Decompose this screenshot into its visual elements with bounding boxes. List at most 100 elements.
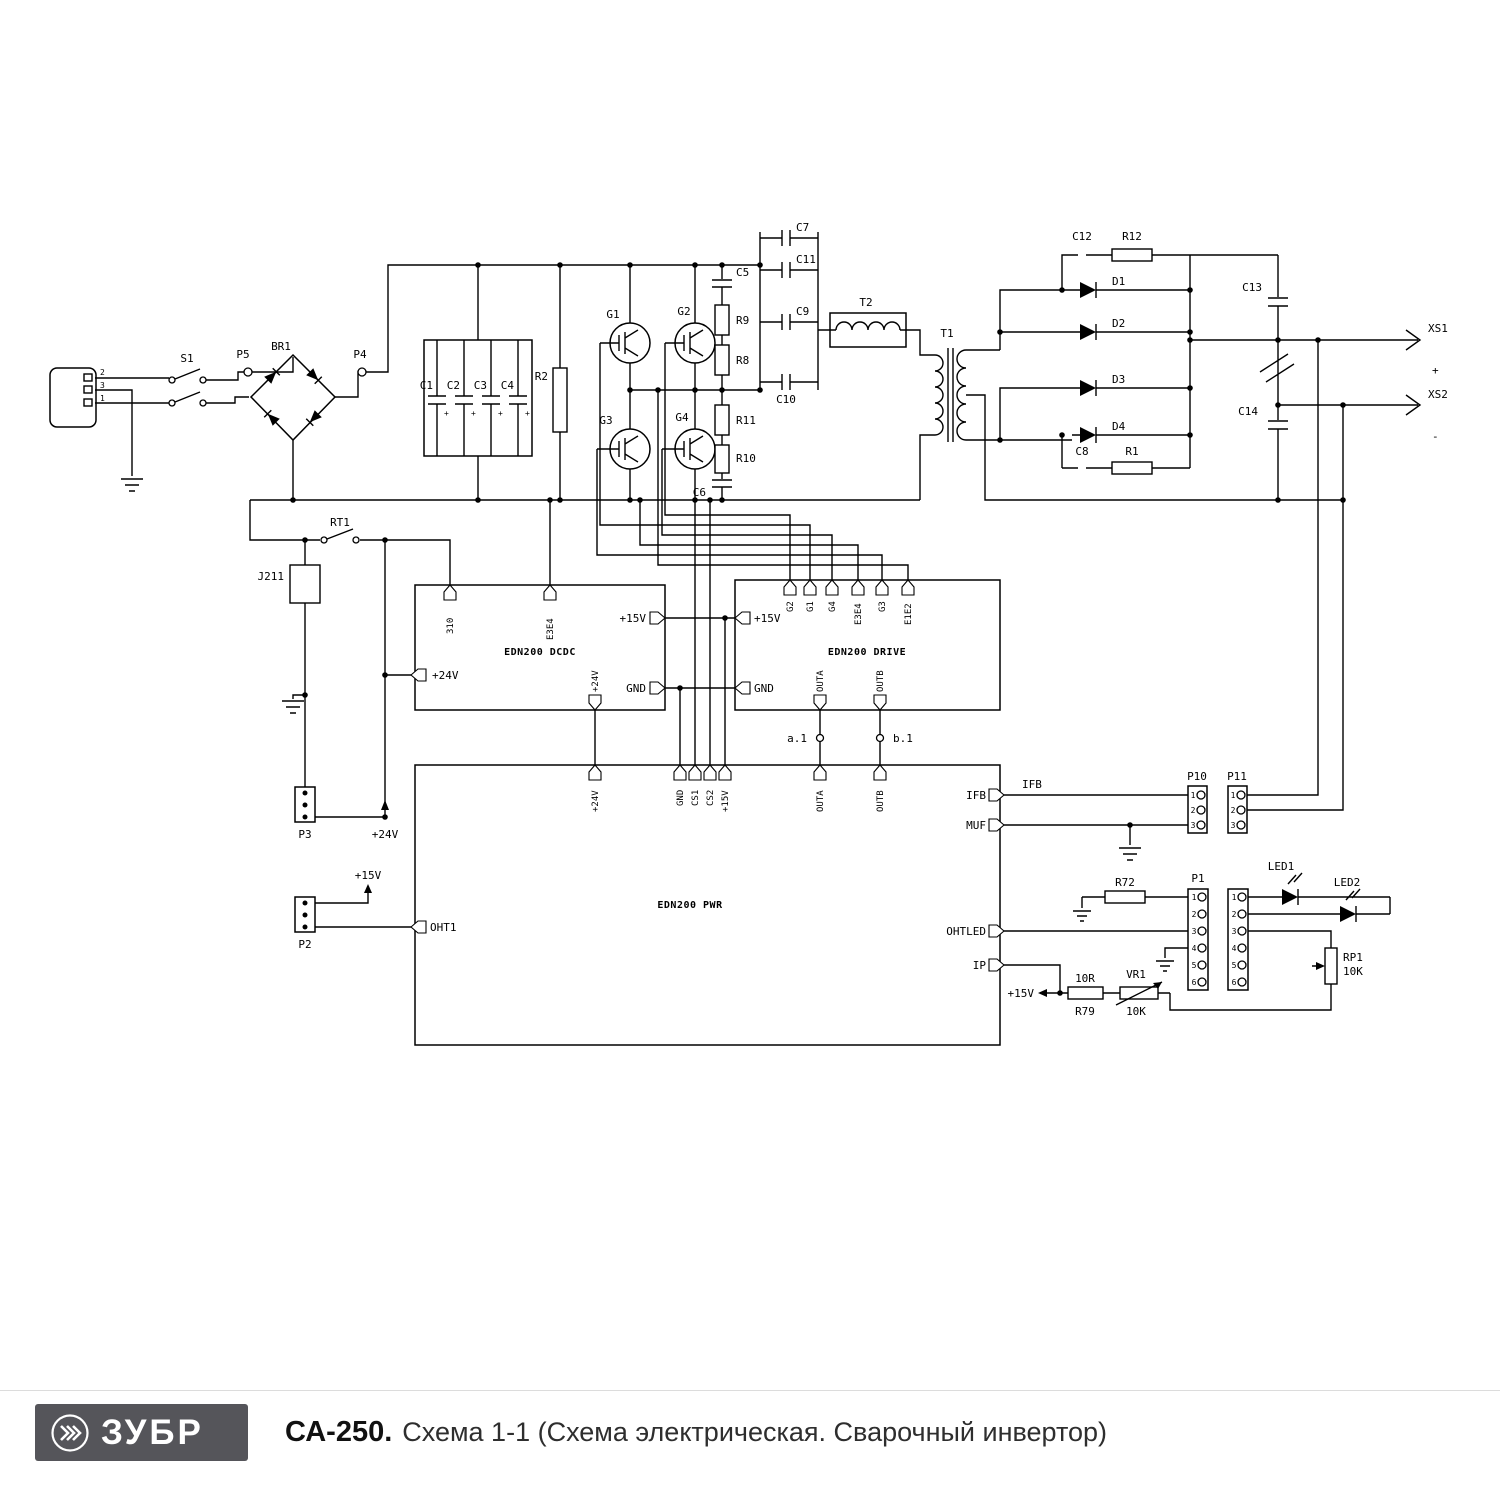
label-c8: C8 bbox=[1075, 445, 1088, 458]
label-r79-val: 10R bbox=[1075, 972, 1095, 985]
snubber-c12-r12: C12 R12 bbox=[1072, 230, 1153, 262]
led1: LED1 bbox=[1268, 860, 1299, 905]
label-c9: C9 bbox=[796, 305, 809, 318]
pin-muf: MUF bbox=[966, 819, 986, 832]
diode-d4: D4 bbox=[1080, 420, 1126, 443]
pin-number: 6 bbox=[1192, 978, 1197, 987]
label-c1: C1 bbox=[420, 379, 433, 392]
label-t1: T1 bbox=[940, 327, 953, 340]
label-p4: P4 bbox=[353, 348, 367, 361]
transformer-t1: T1 bbox=[934, 327, 967, 441]
label-r79: R79 bbox=[1075, 1005, 1095, 1018]
label-r12: R12 bbox=[1122, 230, 1142, 243]
net-ifb-label: IFB bbox=[1022, 778, 1042, 791]
pin-number: 2 bbox=[1191, 806, 1196, 815]
mains-plug: 2 3 1 bbox=[49, 367, 105, 428]
pin-gnd: GND bbox=[754, 682, 774, 695]
plug-pin-label: 2 bbox=[100, 368, 105, 377]
pin-24v: +24V bbox=[432, 669, 459, 682]
label-c6: C6 bbox=[693, 486, 706, 499]
pin-number: 5 bbox=[1192, 961, 1197, 970]
label-24v: +24V bbox=[372, 828, 399, 841]
label-s1: S1 bbox=[180, 352, 193, 365]
label-d3: D3 bbox=[1112, 373, 1125, 386]
resistor-r72: R72 bbox=[1104, 876, 1146, 904]
label-d2: D2 bbox=[1112, 317, 1125, 330]
pin-outa: OUTA bbox=[816, 670, 826, 692]
pin-24v: +24V bbox=[591, 670, 601, 692]
pin-15v: +15V bbox=[620, 612, 647, 625]
pin-outa: OUTA bbox=[816, 790, 826, 812]
drawing-title: Схема 1-1 (Схема электрическая. Сварочны… bbox=[402, 1417, 1108, 1447]
label-c2: C2 bbox=[447, 379, 460, 392]
block-drive: EDN200 DRIVE G2 G1 G4 E3E4 G3 E1E2 +15V … bbox=[734, 579, 1001, 711]
model-number: СА-250. bbox=[285, 1416, 393, 1448]
label-c7: C7 bbox=[796, 221, 809, 234]
label-d4: D4 bbox=[1112, 420, 1126, 433]
capacitor-bank: C1 C2 C3 C4 + + + + bbox=[420, 339, 533, 457]
igbt-g3: G3 bbox=[599, 414, 651, 470]
label-r72: R72 bbox=[1115, 876, 1135, 889]
connector-p1: P1 1 2 3 4 5 6 1 2 3 4 5 6 bbox=[1187, 872, 1249, 991]
thermal-switch-rt1: RT1 bbox=[320, 516, 360, 544]
label-minus: - bbox=[1432, 430, 1439, 443]
pin-number: 2 bbox=[1192, 910, 1197, 919]
label-rp1-val: 10K bbox=[1343, 965, 1363, 978]
snubber-c8-r1: C8 R1 bbox=[1075, 445, 1153, 475]
pin-g4: G4 bbox=[828, 601, 838, 612]
pin-15v: +15V bbox=[754, 612, 781, 625]
resistor-r79: 10R R79 bbox=[1067, 972, 1104, 1018]
pin-15v: +15V bbox=[721, 790, 731, 812]
pin-number: 2 bbox=[1232, 910, 1237, 919]
label-rp1: RP1 bbox=[1343, 951, 1363, 964]
label-t2: T2 bbox=[859, 296, 872, 309]
label-c12: C12 bbox=[1072, 230, 1092, 243]
label-r11: R11 bbox=[736, 414, 756, 427]
block-dcdc-title: EDN200 DCDC bbox=[504, 647, 576, 658]
wires-control-section bbox=[1004, 794, 1391, 1011]
pin-number: 3 bbox=[1231, 821, 1236, 830]
wires-output-section bbox=[1061, 254, 1422, 811]
pin-310: 310 bbox=[446, 618, 456, 634]
label-r2: R2 bbox=[535, 370, 548, 383]
led2: LED2 bbox=[1334, 876, 1360, 922]
pin-number: 1 bbox=[1232, 893, 1237, 902]
pin-number: 1 bbox=[1231, 791, 1236, 800]
label-j211: J211 bbox=[258, 570, 285, 583]
pin-number: 4 bbox=[1232, 944, 1237, 953]
label-c5: C5 bbox=[736, 266, 749, 279]
block-pwr: EDN200 PWR +24V GND CS1 CS2 +15V OUTA OU… bbox=[410, 764, 1005, 1046]
diode-d2: D2 bbox=[1080, 317, 1125, 340]
pin-number: 6 bbox=[1232, 978, 1237, 987]
pin-number: 2 bbox=[1231, 806, 1236, 815]
output-filter: C13 C14 bbox=[1238, 281, 1262, 418]
label-xs1: XS1 bbox=[1428, 322, 1448, 335]
footer-divider bbox=[0, 1390, 1500, 1391]
earth-ground-icon bbox=[1119, 847, 1141, 861]
label-plus: + bbox=[1432, 364, 1439, 377]
label-a1: a.1 bbox=[787, 732, 807, 745]
pin-gnd: GND bbox=[676, 790, 686, 806]
wires-dc-bus-section bbox=[428, 265, 561, 500]
earth-ground-icon bbox=[1156, 960, 1174, 972]
wires-transformer-section bbox=[759, 230, 1343, 501]
label-c3: C3 bbox=[474, 379, 487, 392]
pin-ohtled: OHTLED bbox=[946, 925, 986, 938]
pin-number: 3 bbox=[1191, 821, 1196, 830]
connector-p10: P10 1 2 3 bbox=[1187, 770, 1208, 834]
label-r1: R1 bbox=[1125, 445, 1138, 458]
label-p10: P10 bbox=[1187, 770, 1207, 783]
cap-polarity: + bbox=[444, 409, 449, 418]
igbt-g2: G2 bbox=[674, 305, 716, 364]
label-g2: G2 bbox=[677, 305, 690, 318]
label-vr1: VR1 bbox=[1126, 968, 1146, 981]
block-drive-title: EDN200 DRIVE bbox=[828, 647, 906, 658]
plug-pin-label: 1 bbox=[100, 394, 105, 403]
brand-emblem-icon bbox=[51, 1413, 89, 1452]
label-led1: LED1 bbox=[1268, 860, 1295, 873]
label-g4: G4 bbox=[675, 411, 689, 424]
junction-dots bbox=[290, 262, 1346, 996]
label-15v: +15V bbox=[1008, 987, 1035, 1000]
label-c13: C13 bbox=[1242, 281, 1262, 294]
label-c10: C10 bbox=[776, 393, 796, 406]
